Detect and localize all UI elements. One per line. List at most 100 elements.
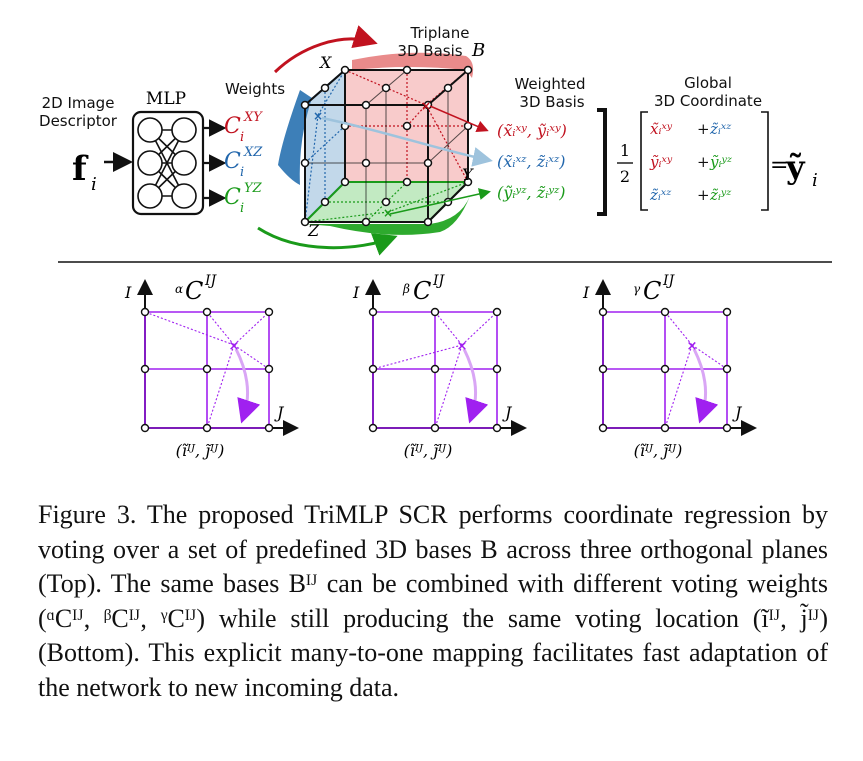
panel-title-base: C [185,277,203,305]
vote-point-mark: × [457,339,468,354]
vote-arrow [462,348,489,424]
grid-vertex [598,364,608,374]
grid-vertex [722,423,732,433]
grid-vertex [598,307,608,317]
vote-connector [664,344,693,429]
svg-text:C: C [224,185,241,210]
grid-vertex [492,423,502,433]
figure-diagram: 2D Image Descriptor f i MLP Weights C i … [39,24,832,460]
triplane-label-line2: 3D Basis [397,42,462,60]
svg-text:+: + [697,186,710,204]
grid-vertex [264,364,274,374]
grid-vertex [430,307,440,317]
descriptor-label-line2: Descriptor [39,112,118,130]
triplane-symbol: B [471,40,485,61]
triplane-cube: × × × [278,52,474,235]
triplane-label-line1: Triplane [410,24,470,42]
weighted-label-line1: Weighted [514,75,585,93]
grid-vertex [202,423,212,433]
grid-vertex [660,364,670,374]
svg-text:+: + [697,153,710,171]
matrix-left-bracket [640,111,648,211]
panel-title-base: C [413,277,431,305]
svg-text:C: C [224,149,241,174]
svg-text:i: i [240,201,244,216]
svg-text:i: i [240,130,244,145]
svg-text:+: + [697,120,710,138]
weight-yz-arrow [257,226,398,256]
global-label-line2: 3D Coordinate [654,92,762,110]
half-numerator: 1 [620,141,630,160]
weight-xy: C i XY [224,110,263,145]
vote-connector [233,344,270,370]
output-symbol: ỹ [785,148,806,186]
vote-point-mark: × [687,339,698,354]
matrix-row-2: ỹᵢˣʸ + ỹᵢʸᶻ [649,153,733,171]
weight-xy-arrow [273,25,378,74]
vote-arrow [692,348,719,424]
matrix-right-bracket [761,111,769,211]
weights-label: Weights [225,80,285,98]
mlp-network-icon [137,117,197,209]
xy-tuple-arrow [429,105,489,132]
mlp-label: MLP [146,89,186,109]
yz-vote-mark: × [383,206,393,220]
svg-text:XZ: XZ [243,145,263,160]
matrix-row-3: z̃ᵢˣᶻ + z̃ᵢʸᶻ [649,186,732,204]
grid-vertex [140,307,150,317]
weighted-bracket [597,108,607,216]
panel-title-prefix: γ [633,282,641,296]
equals-sign: = [770,153,788,178]
grid-vertex [368,364,378,374]
grid-vertex [660,423,670,433]
vote-arrow [234,348,261,424]
vote-connector [206,311,235,346]
grid-vertex [202,364,212,374]
weighted-tuple-xz: (x̃ᵢˣᶻ, z̃ᵢˣᶻ) [497,152,566,171]
vote-connector [206,344,235,429]
svg-text:C: C [224,114,241,139]
svg-text:z̃ᵢˣᶻ: z̃ᵢˣᶻ [709,120,732,138]
grid-vertex [202,307,212,317]
vote-connector [434,344,463,429]
vote-connector [434,311,463,346]
grid-vertex [430,364,440,374]
grid-vertex [660,307,670,317]
grid-vertex [722,307,732,317]
grid-vertex [368,423,378,433]
svg-text:XY: XY [243,110,263,125]
axis-j-label: J [502,403,513,422]
vote-connector [664,311,693,346]
grid-vertex [430,423,440,433]
vote-location-label: (ĩᴵᴶ, j̃ᴵᴶ) [634,441,683,460]
panel-title-prefix: α [175,282,183,296]
matrix-row-1: x̃ᵢˣʸ + z̃ᵢˣᶻ [650,120,732,138]
vote-point-mark: × [229,339,240,354]
output-subscript: i [812,170,818,191]
grid-vertex [598,423,608,433]
grid-vertex [492,307,502,317]
xy-plane-flap [352,52,474,78]
descriptor-label-line1: 2D Image [42,94,115,112]
panel-title-sup: IJ [662,273,676,289]
descriptor-symbol: f [72,149,89,189]
grid-vertex [368,307,378,317]
svg-text:z̃ᵢˣᶻ: z̃ᵢˣᶻ [649,186,672,204]
axis-y-label: Y [462,165,474,184]
grid-vertex [492,364,502,374]
xz-tuple-arrow [321,116,493,167]
xz-plane-flap [278,90,312,185]
svg-text:i: i [240,165,244,180]
panel-title-sup: IJ [204,273,218,289]
vote-connector [691,344,728,370]
vote-location-label: (ĩᴵᴶ, j̃ᴵᴶ) [176,441,225,460]
axis-i-label: I [582,283,590,302]
axis-z-label: Z [307,221,320,240]
svg-text:ỹᵢˣʸ: ỹᵢˣʸ [649,153,673,171]
weighted-tuple-xy: (x̃ᵢˣʸ, ỹᵢˣʸ) [497,121,567,140]
grid-vertex [264,307,274,317]
weight-yz: C i YZ [224,181,263,216]
half-denominator: 2 [620,167,630,186]
